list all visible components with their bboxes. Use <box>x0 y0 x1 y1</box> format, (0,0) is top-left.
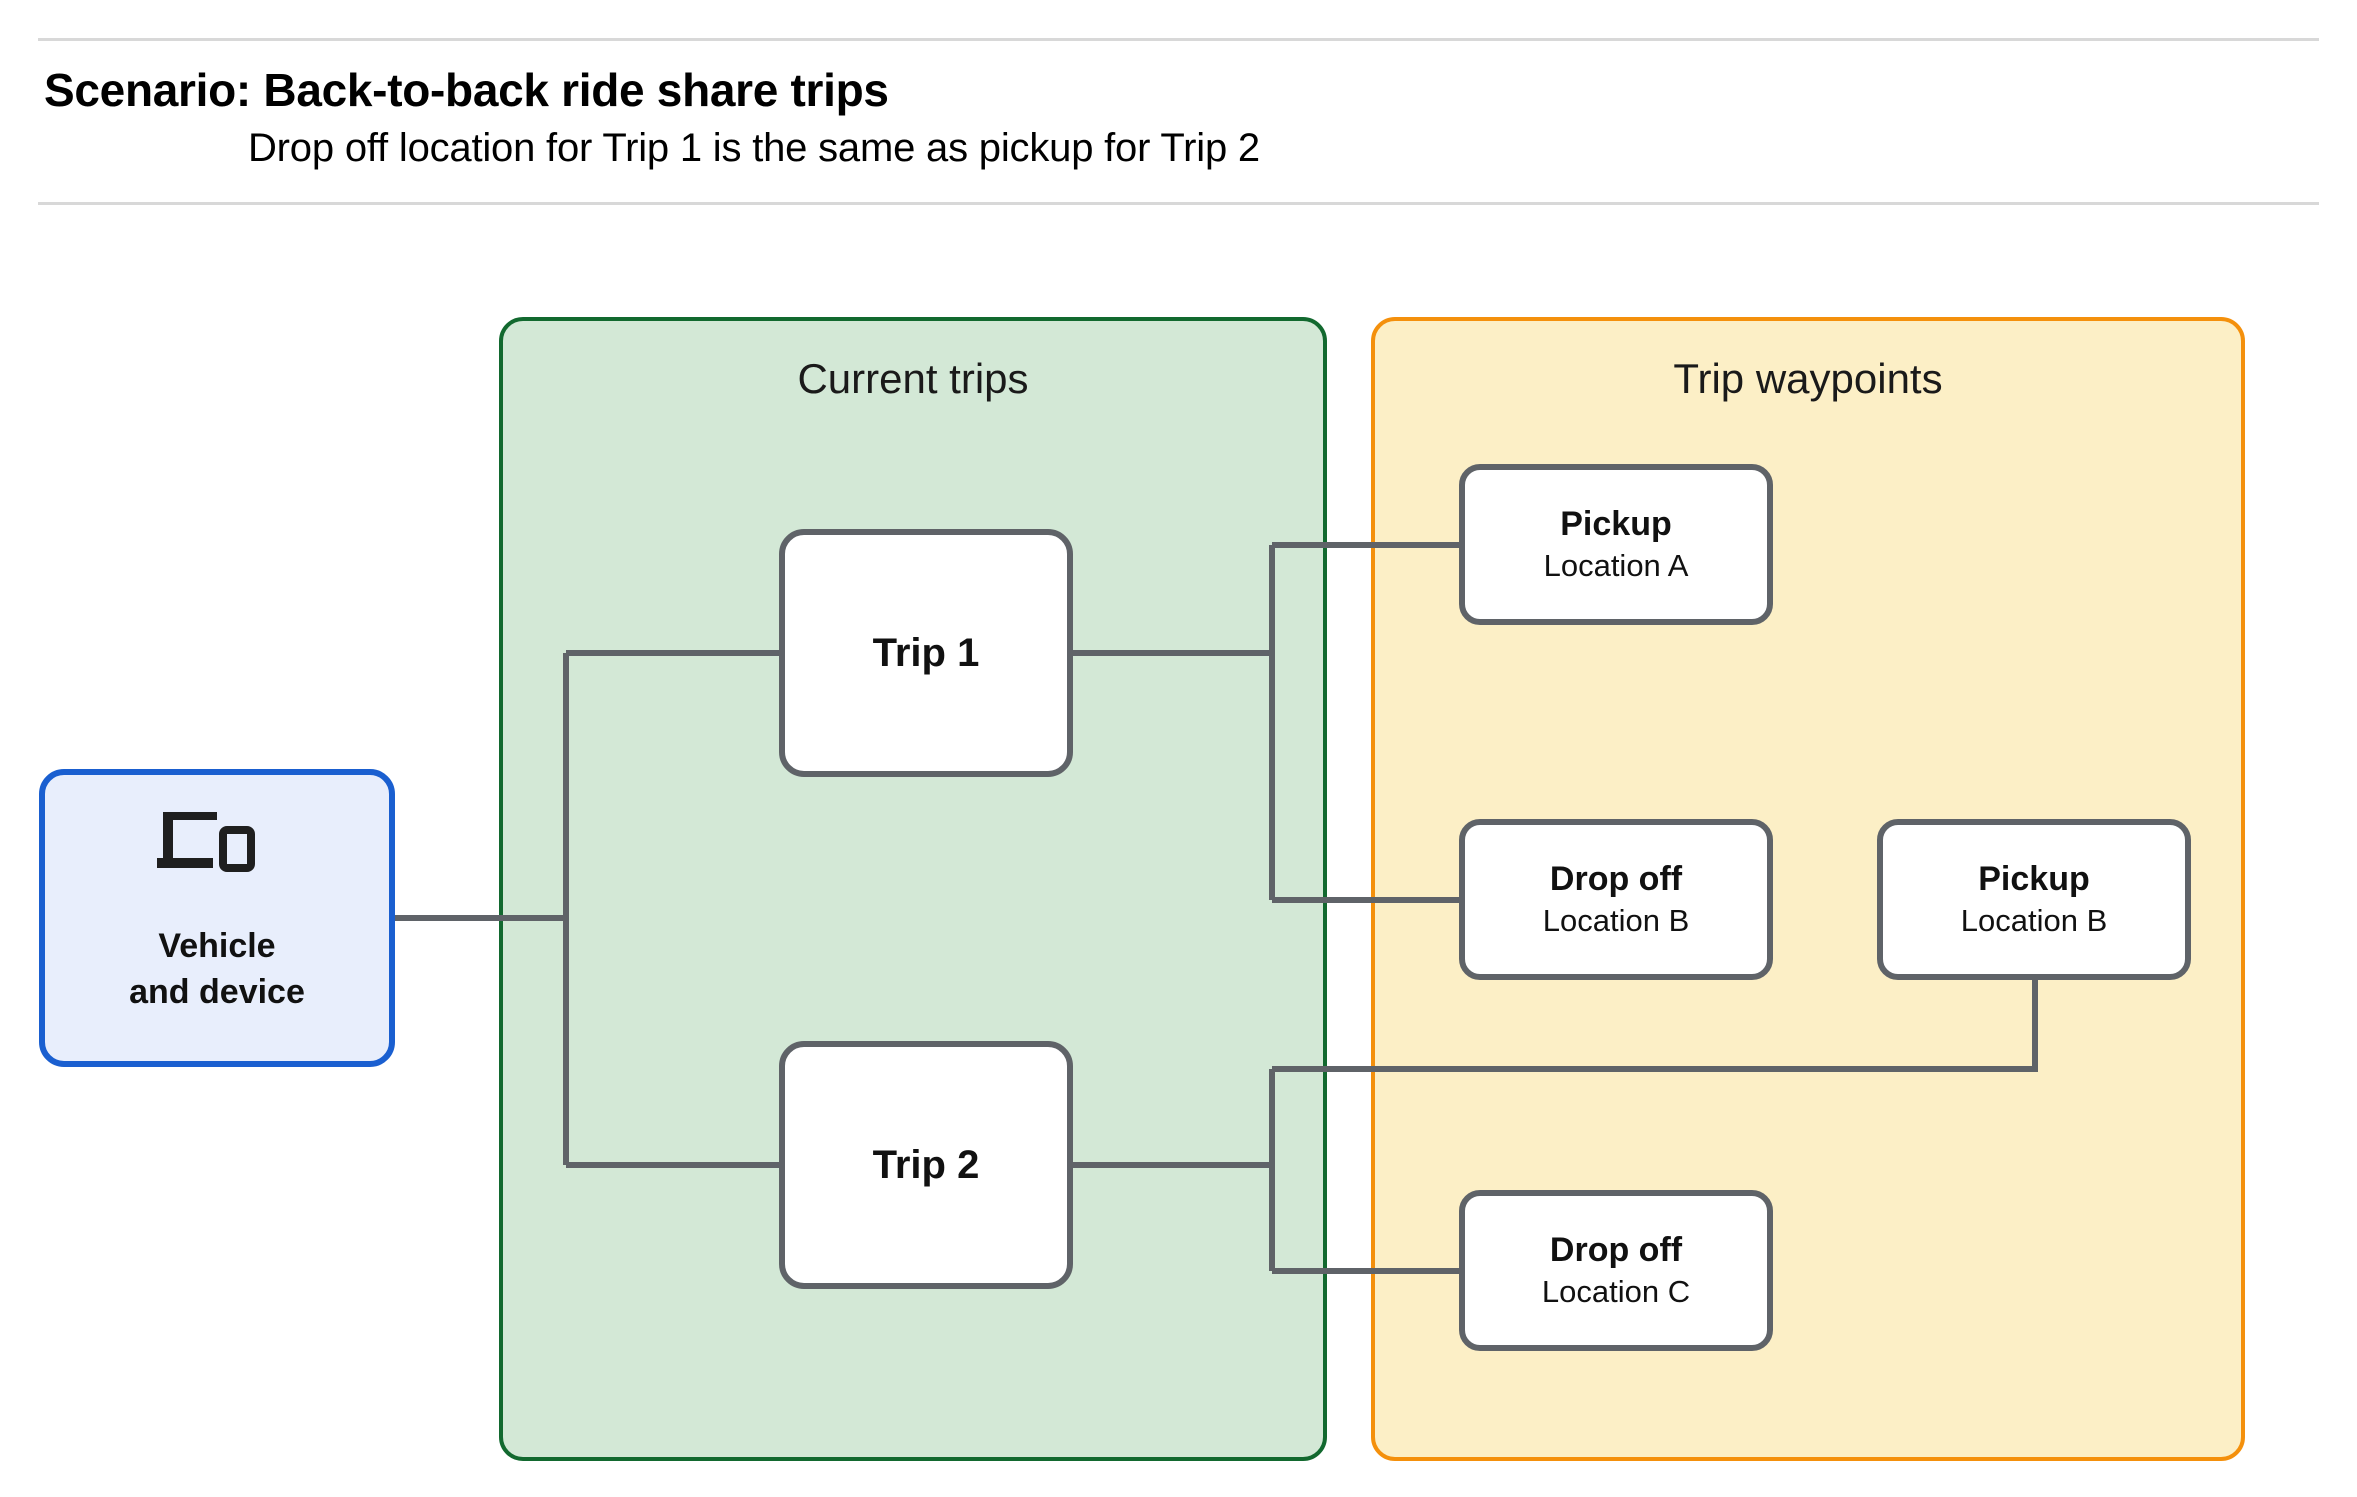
group-title-current-trips: Current trips <box>797 355 1029 402</box>
header-divider-top <box>38 38 2319 41</box>
page-subtitle: Drop off location for Trip 1 is the same… <box>248 126 1260 170</box>
group-current-trips <box>499 317 1327 1461</box>
trip-1-node[interactable] <box>779 529 1073 777</box>
waypoint-dropoff-b-node[interactable] <box>1459 819 1773 980</box>
header-divider-bottom <box>38 202 2319 205</box>
connector-trip2-to-pickup-b <box>1272 963 2038 1072</box>
page-title: Scenario: Back-to-back ride share trips <box>44 64 889 116</box>
group-title-trip-waypoints: Trip waypoints <box>1673 355 1943 402</box>
waypoint-pickup-a-node[interactable] <box>1459 464 1773 625</box>
connector-group <box>392 542 2038 1274</box>
devices-icon <box>157 812 255 872</box>
waypoint-dropoff-c-node[interactable] <box>1459 1190 1773 1351</box>
waypoint-pickup-b-node[interactable] <box>1877 819 2191 980</box>
trip-2-node[interactable] <box>779 1041 1073 1289</box>
vehicle-and-device-node[interactable] <box>39 769 395 1067</box>
